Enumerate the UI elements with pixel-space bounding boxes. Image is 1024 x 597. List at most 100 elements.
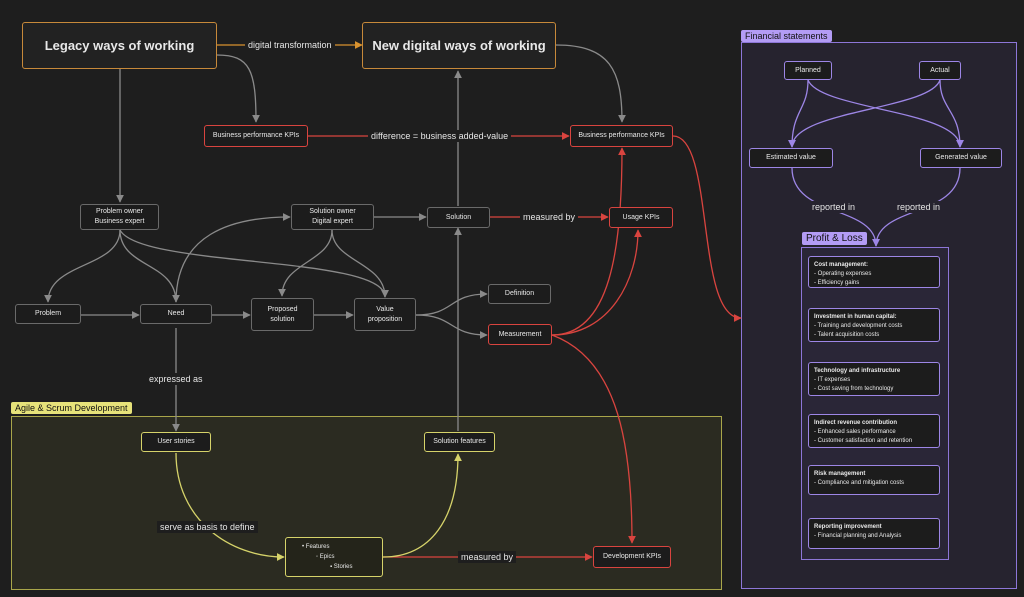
tree-features-label: Features: [305, 544, 330, 550]
problem-node: Problem: [15, 304, 81, 324]
need-label: Need: [167, 310, 185, 317]
pl-card-cost-management: Cost management: - Operating expenses - …: [808, 256, 940, 288]
pl-card-item: - Efficiency gains: [814, 280, 860, 286]
development-kpis-label: Development KPIs: [603, 553, 661, 560]
usage-kpis-label: Usage KPIs: [622, 213, 660, 221]
edge-new-bpk: [555, 44, 626, 123]
pl-card-title: Cost management:: [814, 262, 869, 268]
development-kpis-node: Development KPIs: [593, 546, 671, 568]
edge-label-reported-in-right: reported in: [894, 201, 944, 213]
proposed-solution-node: Proposed solution: [251, 298, 314, 331]
usage-kpis-node: Usage KPIs: [609, 207, 673, 228]
tree-epics-label: Epics: [319, 554, 335, 560]
estimated-value-label: Estimated value: [766, 154, 816, 161]
problem-label: Problem: [34, 310, 62, 317]
solution-features-node: Solution features: [424, 432, 495, 452]
edge-label-reported-in-left: reported in: [809, 201, 859, 213]
pl-card-item: - IT expenses: [814, 377, 851, 383]
problem-owner-line2: Business expert: [94, 218, 145, 225]
pl-card-item: - Training and development costs: [814, 323, 903, 329]
edge-owner-value: [119, 229, 389, 298]
edge-measurement-usage: [551, 229, 642, 336]
problem-owner-node: Problem owner Business expert: [80, 204, 159, 230]
pl-card-title: Investment in human capital:: [814, 314, 897, 320]
new-digital-ways-label: New digital ways of working: [372, 37, 546, 53]
pl-card-item: - Enhanced sales performance: [814, 429, 896, 435]
new-digital-ways-node: New digital ways of working: [362, 22, 556, 69]
edge-legacy-bpk: [216, 54, 260, 123]
tree-stories-label: Stories: [333, 564, 353, 570]
edge-bpk-financial: [672, 135, 742, 322]
pl-card-title: Indirect revenue contribution: [814, 420, 898, 426]
edge-label-serve-as-basis: serve as basis to define: [157, 521, 258, 533]
agile-group-label: Agile & Scrum Development: [11, 402, 132, 414]
pl-card-item: - Compliance and mitigation costs: [814, 480, 905, 486]
edge-actual-generated: [939, 79, 964, 148]
estimated-value-node: Estimated value: [749, 148, 833, 168]
value-proposition-line2: proposition: [367, 315, 403, 323]
planned-node: Planned: [784, 61, 832, 80]
edge-planned-generated: [807, 79, 964, 148]
pl-card-item: - Operating expenses: [814, 271, 872, 277]
solution-node: Solution: [427, 207, 490, 228]
solution-owner-line1: Solution owner: [309, 208, 356, 215]
pl-card-technology: Technology and infrastructure - IT expen…: [808, 362, 940, 396]
tree-stories-item: ▪ Stories: [330, 564, 353, 570]
solution-owner-node: Solution owner Digital expert: [291, 204, 374, 230]
edge-owner-problem: [44, 229, 121, 303]
features-tree-node: • Features ◦ Epics ▪ Stories: [285, 537, 383, 577]
tree-epics-item: ◦ Epics: [316, 554, 335, 560]
measurement-node: Measurement: [488, 324, 552, 345]
actual-node: Actual: [919, 61, 961, 80]
need-node: Need: [140, 304, 212, 324]
pl-card-item: - Financial planning and Analysis: [814, 533, 902, 539]
edge-need-sowner: [175, 213, 291, 303]
edge-value-measurement: [415, 314, 488, 339]
edge-value-definition: [415, 290, 488, 316]
edge-sowner-value: [331, 229, 389, 298]
pl-card-title: Risk management: [814, 471, 866, 477]
edge-sowner-proposed: [278, 229, 333, 297]
edge-label-measured-by-dev: measured by: [458, 551, 517, 563]
pl-card-item: - Customer satisfaction and retention: [814, 438, 913, 444]
edge-label-difference: difference = business added-value: [368, 130, 512, 142]
generated-value-label: Generated value: [935, 154, 987, 161]
business-kpis-right-label: Business performance KPIs: [578, 132, 665, 139]
edge-label-digital-transformation: digital transformation: [245, 39, 335, 51]
edge-label-measured-by-usage: measured by: [520, 211, 579, 223]
edge-label-expressed-as: expressed as: [146, 373, 206, 385]
proposed-solution-line2: solution: [270, 315, 295, 323]
definition-node: Definition: [488, 284, 551, 304]
actual-label: Actual: [930, 66, 950, 74]
edge-userstories-features: [175, 452, 285, 561]
profit-loss-group: [801, 247, 949, 560]
pl-card-risk-management: Risk management - Compliance and mitigat…: [808, 465, 940, 495]
edge-owner-need: [119, 229, 180, 303]
edge-measurement-devkpis: [551, 334, 636, 544]
business-kpis-right-node: Business performance KPIs: [570, 125, 673, 147]
pl-card-item: - Talent acquisition costs: [814, 332, 880, 338]
pl-card-title: Technology and infrastructure: [814, 368, 901, 374]
legacy-ways-label: Legacy ways of working: [44, 37, 195, 53]
problem-owner-line1: Problem owner: [95, 208, 144, 215]
user-stories-node: User stories: [141, 432, 211, 452]
pl-card-reporting: Reporting improvement - Financial planni…: [808, 518, 940, 549]
business-kpis-left-label: Business performance KPIs: [212, 132, 300, 139]
user-stories-label: User stories: [157, 438, 195, 445]
edge-features-solutionfeatures: [382, 453, 462, 558]
planned-label: Planned: [795, 66, 821, 74]
value-proposition-line1: Value: [376, 305, 394, 313]
definition-label: Definition: [504, 290, 535, 297]
pl-card-title: Reporting improvement: [814, 524, 882, 530]
financial-statements-label: Financial statements: [741, 30, 832, 42]
measurement-label: Measurement: [498, 330, 542, 338]
solution-features-label: Solution features: [433, 438, 486, 445]
edge-planned-estimated: [788, 79, 809, 148]
solution-owner-line2: Digital expert: [312, 218, 353, 225]
proposed-solution-line1: Proposed: [267, 305, 298, 313]
pl-card-item: - Cost saving from technology: [814, 386, 894, 392]
tree-features-item: • Features: [302, 544, 330, 550]
profit-loss-label: Profit & Loss: [802, 232, 867, 245]
generated-value-node: Generated value: [920, 148, 1002, 168]
pl-card-indirect-revenue: Indirect revenue contribution - Enhanced…: [808, 414, 940, 448]
